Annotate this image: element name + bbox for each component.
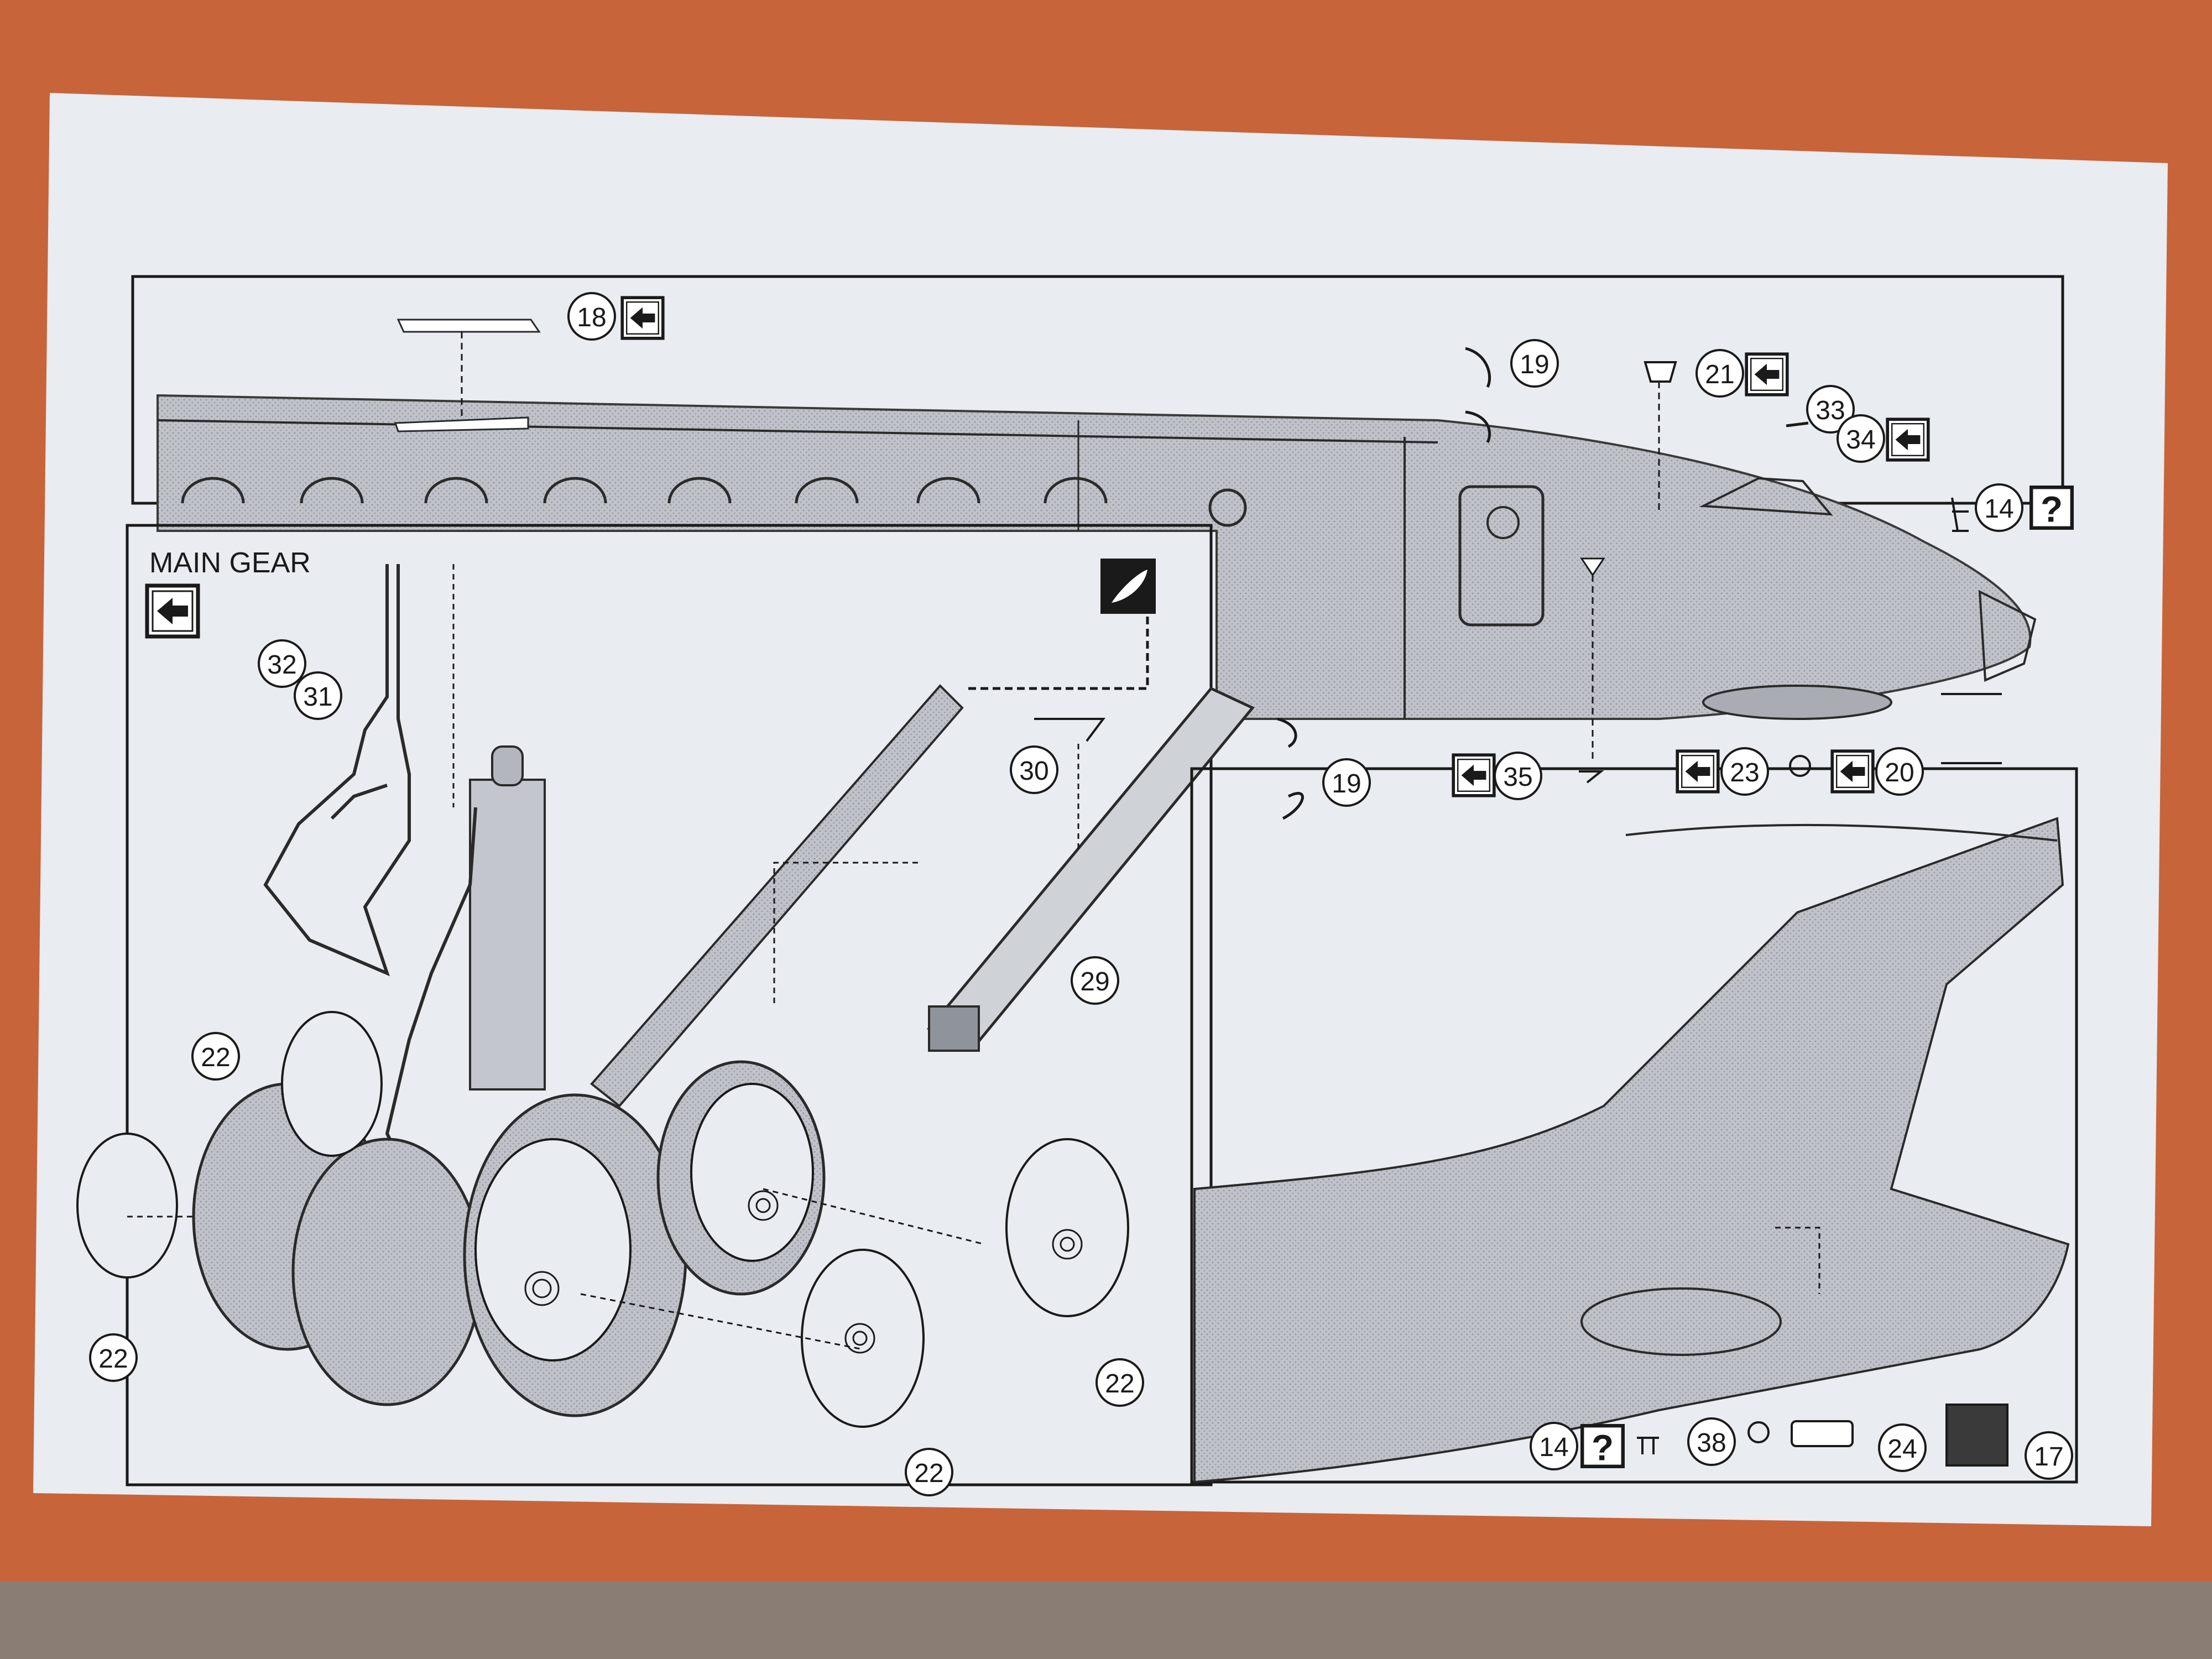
callout-31: 31 bbox=[294, 671, 342, 720]
window-row bbox=[181, 477, 1247, 527]
svg-text:31: 31 bbox=[303, 682, 332, 712]
svg-text:14: 14 bbox=[1984, 494, 2013, 524]
svg-text:22: 22 bbox=[1105, 1369, 1134, 1399]
svg-text:29: 29 bbox=[1080, 967, 1109, 997]
callout-22-c: 22 bbox=[1095, 1358, 1144, 1407]
question-box-icon bbox=[2031, 487, 2072, 529]
callout-33: 33 bbox=[1806, 385, 1855, 434]
arrow-box-icon bbox=[622, 298, 663, 338]
svg-text:20: 20 bbox=[1885, 758, 1914, 787]
arrow-box-icon bbox=[1832, 751, 1873, 792]
callout-20: 20 bbox=[1875, 747, 1924, 796]
svg-text:24: 24 bbox=[1887, 1434, 1917, 1464]
wing-panel bbox=[1190, 767, 2078, 1484]
callout-14-top: 14 bbox=[1975, 483, 2023, 532]
arrow-box-icon bbox=[1677, 751, 1718, 792]
callout-22-d: 22 bbox=[905, 1448, 953, 1496]
svg-text:18: 18 bbox=[577, 303, 606, 332]
callout-23: 23 bbox=[1720, 747, 1769, 796]
svg-text:22: 22 bbox=[914, 1459, 943, 1488]
callout-21: 21 bbox=[1695, 349, 1744, 398]
svg-text:33: 33 bbox=[1815, 396, 1845, 425]
callout-22-a: 22 bbox=[191, 1032, 240, 1081]
svg-text:22: 22 bbox=[201, 1043, 230, 1072]
callout-22-b: 22 bbox=[89, 1333, 138, 1382]
callout-18: 18 bbox=[567, 292, 616, 341]
svg-text:23: 23 bbox=[1730, 758, 1759, 787]
callout-14-bottom: 14 bbox=[1530, 1422, 1578, 1470]
fuselage-door bbox=[1458, 485, 1545, 627]
callout-19: 19 bbox=[1510, 339, 1559, 388]
main-gear-panel: MAIN GEAR bbox=[76, 524, 1255, 1486]
main-gear-arrow-icon bbox=[147, 586, 198, 637]
svg-text:19: 19 bbox=[1332, 769, 1361, 799]
svg-text:21: 21 bbox=[1705, 360, 1734, 389]
arrow-box-icon bbox=[1746, 354, 1787, 395]
svg-text:22: 22 bbox=[98, 1344, 128, 1374]
arrow-box-icon bbox=[1887, 419, 1928, 460]
callout-32: 32 bbox=[258, 639, 306, 688]
svg-text:35: 35 bbox=[1503, 763, 1532, 792]
svg-text:17: 17 bbox=[2034, 1442, 2063, 1472]
callout-29: 29 bbox=[1071, 956, 1119, 1005]
fuselage-panel bbox=[131, 275, 2064, 820]
svg-text:38: 38 bbox=[1697, 1428, 1726, 1458]
callout-24: 24 bbox=[1878, 1423, 1927, 1472]
callout-30: 30 bbox=[1010, 745, 1058, 794]
grille-part bbox=[1791, 1420, 1854, 1447]
svg-text:19: 19 bbox=[1520, 350, 1549, 379]
knife-icon bbox=[1100, 559, 1156, 614]
callout-19-lower: 19 bbox=[1322, 758, 1371, 807]
ladder-part bbox=[926, 686, 1255, 1052]
question-box-icon bbox=[1582, 1426, 1623, 1468]
svg-text:14: 14 bbox=[1539, 1433, 1568, 1462]
callouts: 18 19 21 33 34 14 32 31 30 19 35 23 20 2… bbox=[89, 292, 2073, 1496]
svg-text:30: 30 bbox=[1019, 757, 1048, 786]
gear-brace bbox=[590, 684, 964, 1108]
wing bbox=[1193, 817, 2070, 1484]
engine-pod bbox=[1702, 685, 1892, 720]
gear-strut bbox=[469, 779, 546, 1091]
mesh-part bbox=[1945, 1404, 2008, 1467]
svg-text:34: 34 bbox=[1846, 425, 1875, 455]
arrow-box-icon bbox=[1453, 755, 1494, 796]
svg-text:32: 32 bbox=[267, 650, 296, 680]
panel-heading: MAIN GEAR bbox=[149, 547, 311, 579]
callout-38: 38 bbox=[1687, 1417, 1736, 1466]
callout-34: 34 bbox=[1837, 414, 1885, 463]
callout-17: 17 bbox=[2025, 1431, 2073, 1480]
callout-35: 35 bbox=[1494, 752, 1542, 800]
